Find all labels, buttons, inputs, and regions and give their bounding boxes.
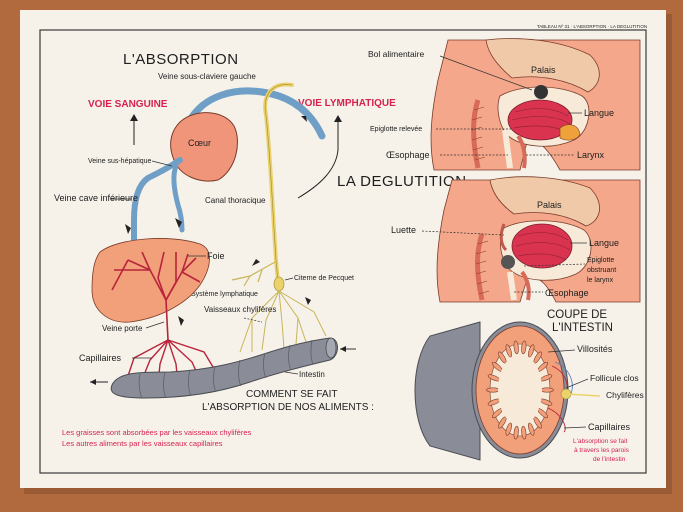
tongue-bottom xyxy=(511,223,573,269)
lymph-return-curve xyxy=(297,149,339,199)
tongue-bottom-label: Langue xyxy=(589,238,619,248)
flow-arrow-icon xyxy=(178,316,184,326)
chyle-vessels-label-1: Vaisseaux chylifères xyxy=(204,305,276,314)
head-section-bottom xyxy=(436,176,641,303)
follicle-label: Follicule clos xyxy=(590,373,639,383)
section-note-1: L'absorption se fait xyxy=(573,438,628,445)
flow-arrow-icon xyxy=(301,116,307,122)
question-line-2: L'ABSORPTION DE NOS ALIMENTS : xyxy=(202,402,374,413)
villus xyxy=(505,344,513,358)
uvula-label: Luette xyxy=(391,225,416,235)
section-note-2: à travers les parois xyxy=(574,447,630,454)
intestine-cross-section xyxy=(414,321,569,461)
capillaries-section-label: Capillaires xyxy=(588,422,631,432)
portal-vein-label: Veine porte xyxy=(102,324,143,333)
head-section-top xyxy=(430,38,641,171)
heart xyxy=(170,112,238,182)
bolus-label: Bol alimentaire xyxy=(368,49,424,59)
note-fats: Les graisses sont absorbées par les vais… xyxy=(62,428,252,437)
epiglottis-raised-label: Epiglotte relevée xyxy=(370,126,422,133)
bolus-bottom xyxy=(501,255,515,269)
capillaries-label: Capillaires xyxy=(79,353,122,363)
flow-arrow-icon xyxy=(340,346,346,352)
lymph-system xyxy=(231,261,276,287)
hepatic-vein-label: Veine sus-hépatique xyxy=(88,158,152,165)
flow-arrow-icon xyxy=(252,259,260,266)
flow-arrow-icon xyxy=(90,379,96,385)
epiglottis-closing-1: Epiglotte xyxy=(587,257,614,264)
lymph-system-label: Système lymphatique xyxy=(191,291,258,298)
esophagus-top-label: Œsophage xyxy=(386,150,430,160)
portal-vein-tree xyxy=(111,251,201,341)
epiglottis-closing-2: obstruant xyxy=(587,267,616,274)
blood-path-label: VOIE SANGUINE xyxy=(88,99,168,110)
villus xyxy=(513,340,519,355)
pecquet-label: Citerne de Pecquet xyxy=(294,275,354,282)
subclavian-label: Veine sous-claviere gauche xyxy=(158,72,256,81)
intestine-section-title-1: COUPE DE xyxy=(547,309,607,321)
lymph-path-label: VOIE LYMPHATIQUE xyxy=(298,98,396,109)
epiglottis-closing-3: le larynx xyxy=(587,277,614,284)
bolus-top xyxy=(534,85,548,99)
palate-top-label: Palais xyxy=(531,65,556,75)
blood-path-arrow-icon xyxy=(130,114,138,145)
villi-ring xyxy=(486,340,554,440)
flow-arrow-icon xyxy=(125,224,131,234)
villus xyxy=(521,340,527,355)
villus xyxy=(505,422,513,436)
flow-arrow-icon xyxy=(305,297,311,305)
hepatic-vein xyxy=(171,163,185,233)
vena-cava xyxy=(131,157,183,253)
larynx-label: Larynx xyxy=(577,150,605,160)
deglutition-title: LA DEGLUTITION xyxy=(337,173,467,190)
villus xyxy=(521,425,527,440)
chyle-vessels xyxy=(239,290,327,353)
uvula xyxy=(499,223,508,252)
poster-header: TABLEAU Nº 31 · L'ABSORPTION · LA DEGLUT… xyxy=(537,24,647,29)
inner-frame xyxy=(39,29,647,474)
vena-cava-label: Veine cave inférieure xyxy=(54,193,138,203)
heart-label: Cœur xyxy=(188,138,211,148)
palate-bottom-label: Palais xyxy=(537,200,562,210)
absorption-title: L'ABSORPTION xyxy=(123,51,239,68)
lymph-path-arrow-icon xyxy=(334,115,342,150)
intestine-label: Intestin xyxy=(299,370,325,379)
question-line-1: COMMENT SE FAIT xyxy=(246,389,338,400)
villus xyxy=(513,425,519,440)
thoracic-canal-label: Canal thoracique xyxy=(205,196,266,205)
villus xyxy=(540,387,554,393)
flow-arrow-icon xyxy=(175,218,182,228)
esophagus-bottom-label: Œsophage xyxy=(545,288,589,298)
villus xyxy=(486,387,500,393)
tongue-top-label: Langue xyxy=(584,108,614,118)
liver-label: Foie xyxy=(207,251,225,261)
pecquet-cistern xyxy=(273,276,285,292)
villus xyxy=(527,344,535,358)
liver xyxy=(91,238,210,323)
chyle-label: Chylifères xyxy=(606,390,644,400)
subclavian-vein xyxy=(186,87,326,140)
villi-label: Villosités xyxy=(577,344,613,354)
villus xyxy=(527,422,535,436)
note-others: Les autres aliments par les vaisseaux ca… xyxy=(62,439,223,448)
intestine-section-title-2: L'INTESTIN xyxy=(552,322,613,334)
section-note-3: de l'intestin xyxy=(593,456,626,463)
